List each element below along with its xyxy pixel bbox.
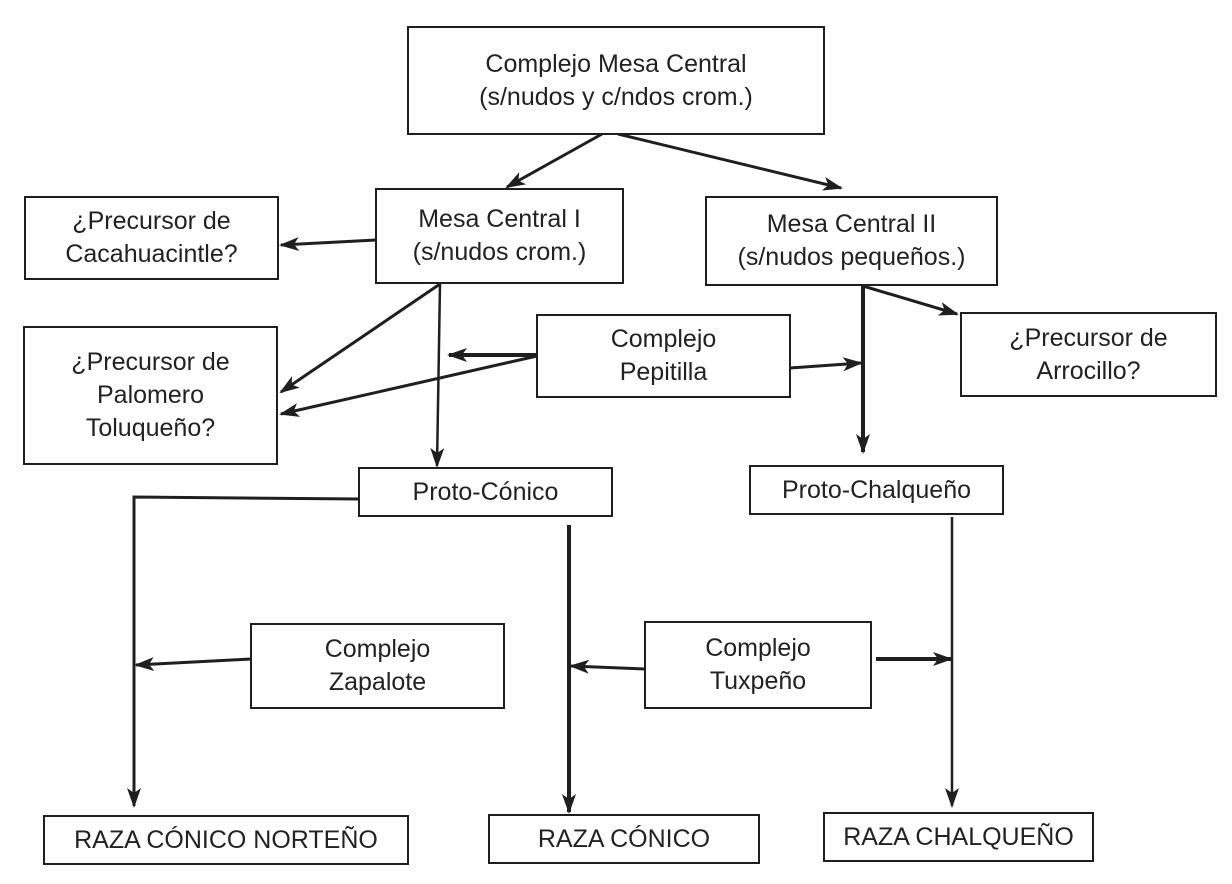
node-label-line: (s/nudos y c/ndos crom.) <box>479 82 753 111</box>
node-label-line: Complejo <box>324 635 431 663</box>
node-label-line: RAZA CÓNICO <box>537 824 711 853</box>
node-label-line: RAZA CÓNICO NORTEÑO <box>74 825 378 854</box>
node-precursor-arrocillo: ¿Precursor de Arrocillo? <box>960 312 1217 397</box>
node-label-line: Pepitilla <box>619 358 708 386</box>
node-mesa-central-1: Mesa Central I (s/nudos crom.) <box>375 188 624 284</box>
node-label-line: Mesa Central II <box>766 210 937 238</box>
node-label-line: RAZA CHALQUEÑO <box>843 822 1074 851</box>
node-precursor-palomero-toluqueno: ¿Precursor de Palomero Toluqueño? <box>23 326 278 465</box>
edge-mesa-central-1-to-proto-conico <box>430 283 445 468</box>
node-raza-conico: RAZA CÓNICO <box>488 814 760 864</box>
node-label-line: Tuxpeño <box>709 667 807 695</box>
node-label-line: Proto-Chalqueño <box>781 475 971 504</box>
node-label-line: Cacahuacintle? <box>65 240 238 268</box>
node-label-line: Palomero <box>97 381 204 409</box>
edge-pepitilla-to-mesa-central-2-line <box>789 357 863 372</box>
edge-mesa-central-1-to-palomero <box>279 282 441 394</box>
node-label-line: Complejo Mesa Central <box>485 49 747 78</box>
node-mesa-central-2: Mesa Central II (s/nudos pequeños.) <box>705 196 998 286</box>
edge-mesa-central-2-to-arrocillo <box>862 284 959 316</box>
node-label-line: (s/nudos pequeños.) <box>737 243 966 271</box>
edge-mesa-central-1-to-cacahuacintle <box>279 237 377 252</box>
node-label-line: Arrocillo? <box>1036 356 1141 385</box>
node-label-line: ¿Precursor de <box>71 348 230 376</box>
node-label-line: ¿Precursor de <box>72 207 231 235</box>
node-precursor-cacahuacintle: ¿Precursor de Cacahuacintle? <box>24 196 279 280</box>
edge-zapalote-to-conico-norteno-line <box>134 657 252 672</box>
node-label-line: Proto-Cónico <box>412 477 559 506</box>
node-label-line: Toluqueño? <box>85 414 216 442</box>
node-raza-chalqueno: RAZA CHALQUEÑO <box>823 812 1094 862</box>
node-label-line: Mesa Central I <box>418 205 581 233</box>
node-raza-conico-norteno: RAZA CÓNICO NORTEÑO <box>43 815 409 865</box>
node-proto-conico: Proto-Cónico <box>358 467 613 517</box>
node-complejo-mesa-central: Complejo Mesa Central (s/nudos y c/ndos … <box>407 26 825 135</box>
node-label-line: Zapalote <box>328 668 427 696</box>
edge-mesa-central-to-mesa-central-2 <box>617 132 843 191</box>
node-complejo-pepitilla: Complejo Pepitilla <box>536 314 791 398</box>
node-label-line: Complejo <box>705 634 811 662</box>
node-label-line: Complejo <box>610 325 717 353</box>
edge-tuxpeno-to-conico-line <box>569 659 646 674</box>
node-label-line: (s/nudos crom.) <box>412 238 587 266</box>
edge-mesa-central-to-mesa-central-1 <box>505 132 603 189</box>
node-label-line: ¿Precursor de <box>1009 323 1168 352</box>
edge-proto-conico-to-raza-conico-norteno <box>127 495 360 808</box>
node-complejo-tuxpeno: Complejo Tuxpeño <box>644 621 872 709</box>
node-complejo-zapalote: Complejo Zapalote <box>250 623 505 709</box>
edge-pepitilla-to-palomero <box>279 354 538 417</box>
node-proto-chalqueno: Proto-Chalqueño <box>749 465 1004 515</box>
